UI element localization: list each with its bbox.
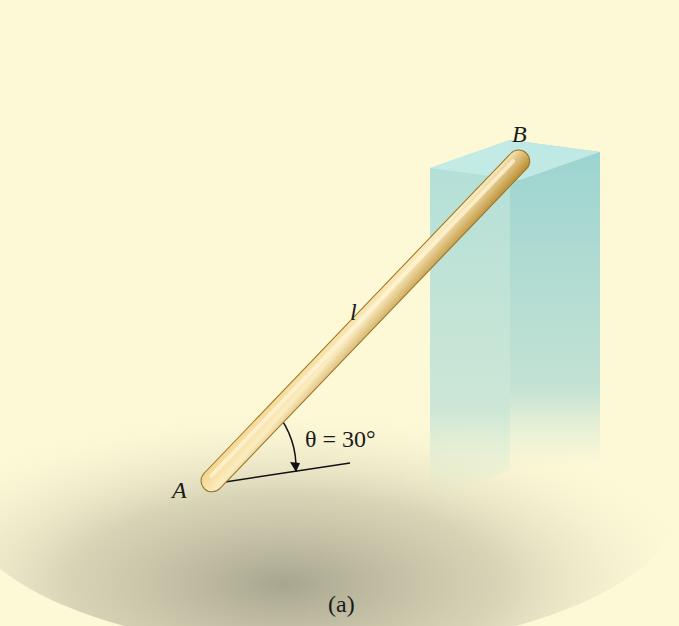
figure-caption-label: (a) bbox=[328, 592, 355, 616]
point-label: B bbox=[512, 122, 527, 146]
angle-label: θ = 30° bbox=[305, 427, 376, 451]
length-label: l bbox=[350, 300, 357, 324]
point-label: A bbox=[172, 478, 187, 502]
